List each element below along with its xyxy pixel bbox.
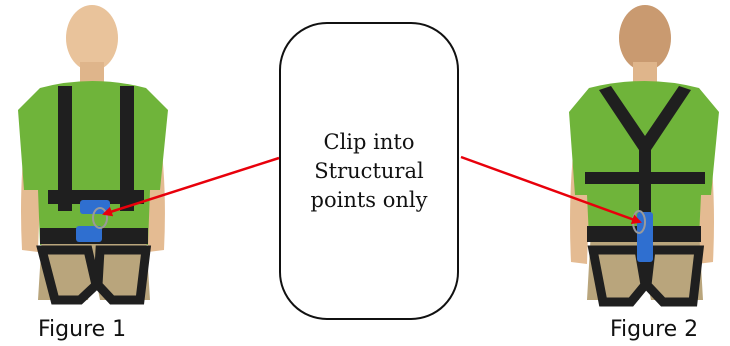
callout-box: Clip into Structural points only [279, 22, 459, 320]
neck [80, 62, 104, 84]
figure-1-caption: Figure 1 [38, 317, 127, 342]
back-y-strap [599, 86, 691, 215]
neck [633, 62, 657, 84]
head [619, 5, 671, 71]
arrow-to-figure-2 [460, 155, 642, 224]
figure-2-harness-back-image [569, 5, 719, 307]
back-chest-strap [585, 172, 705, 184]
figure-1-harness-front-image [18, 5, 168, 305]
waist-buckle [76, 226, 102, 242]
carabiner [92, 207, 108, 229]
arrow-to-figure-1 [102, 156, 280, 217]
chest-strap [48, 190, 144, 204]
figure-2-caption: Figure 2 [610, 317, 699, 342]
callout-text: Clip into Structural points only [310, 129, 428, 212]
shoulder-strap-left [58, 86, 72, 211]
leg-loops [587, 245, 705, 307]
shoulder-strap-right [120, 86, 134, 211]
leg-loops [36, 245, 152, 305]
back-attachment-point [637, 212, 653, 262]
head [66, 5, 118, 71]
